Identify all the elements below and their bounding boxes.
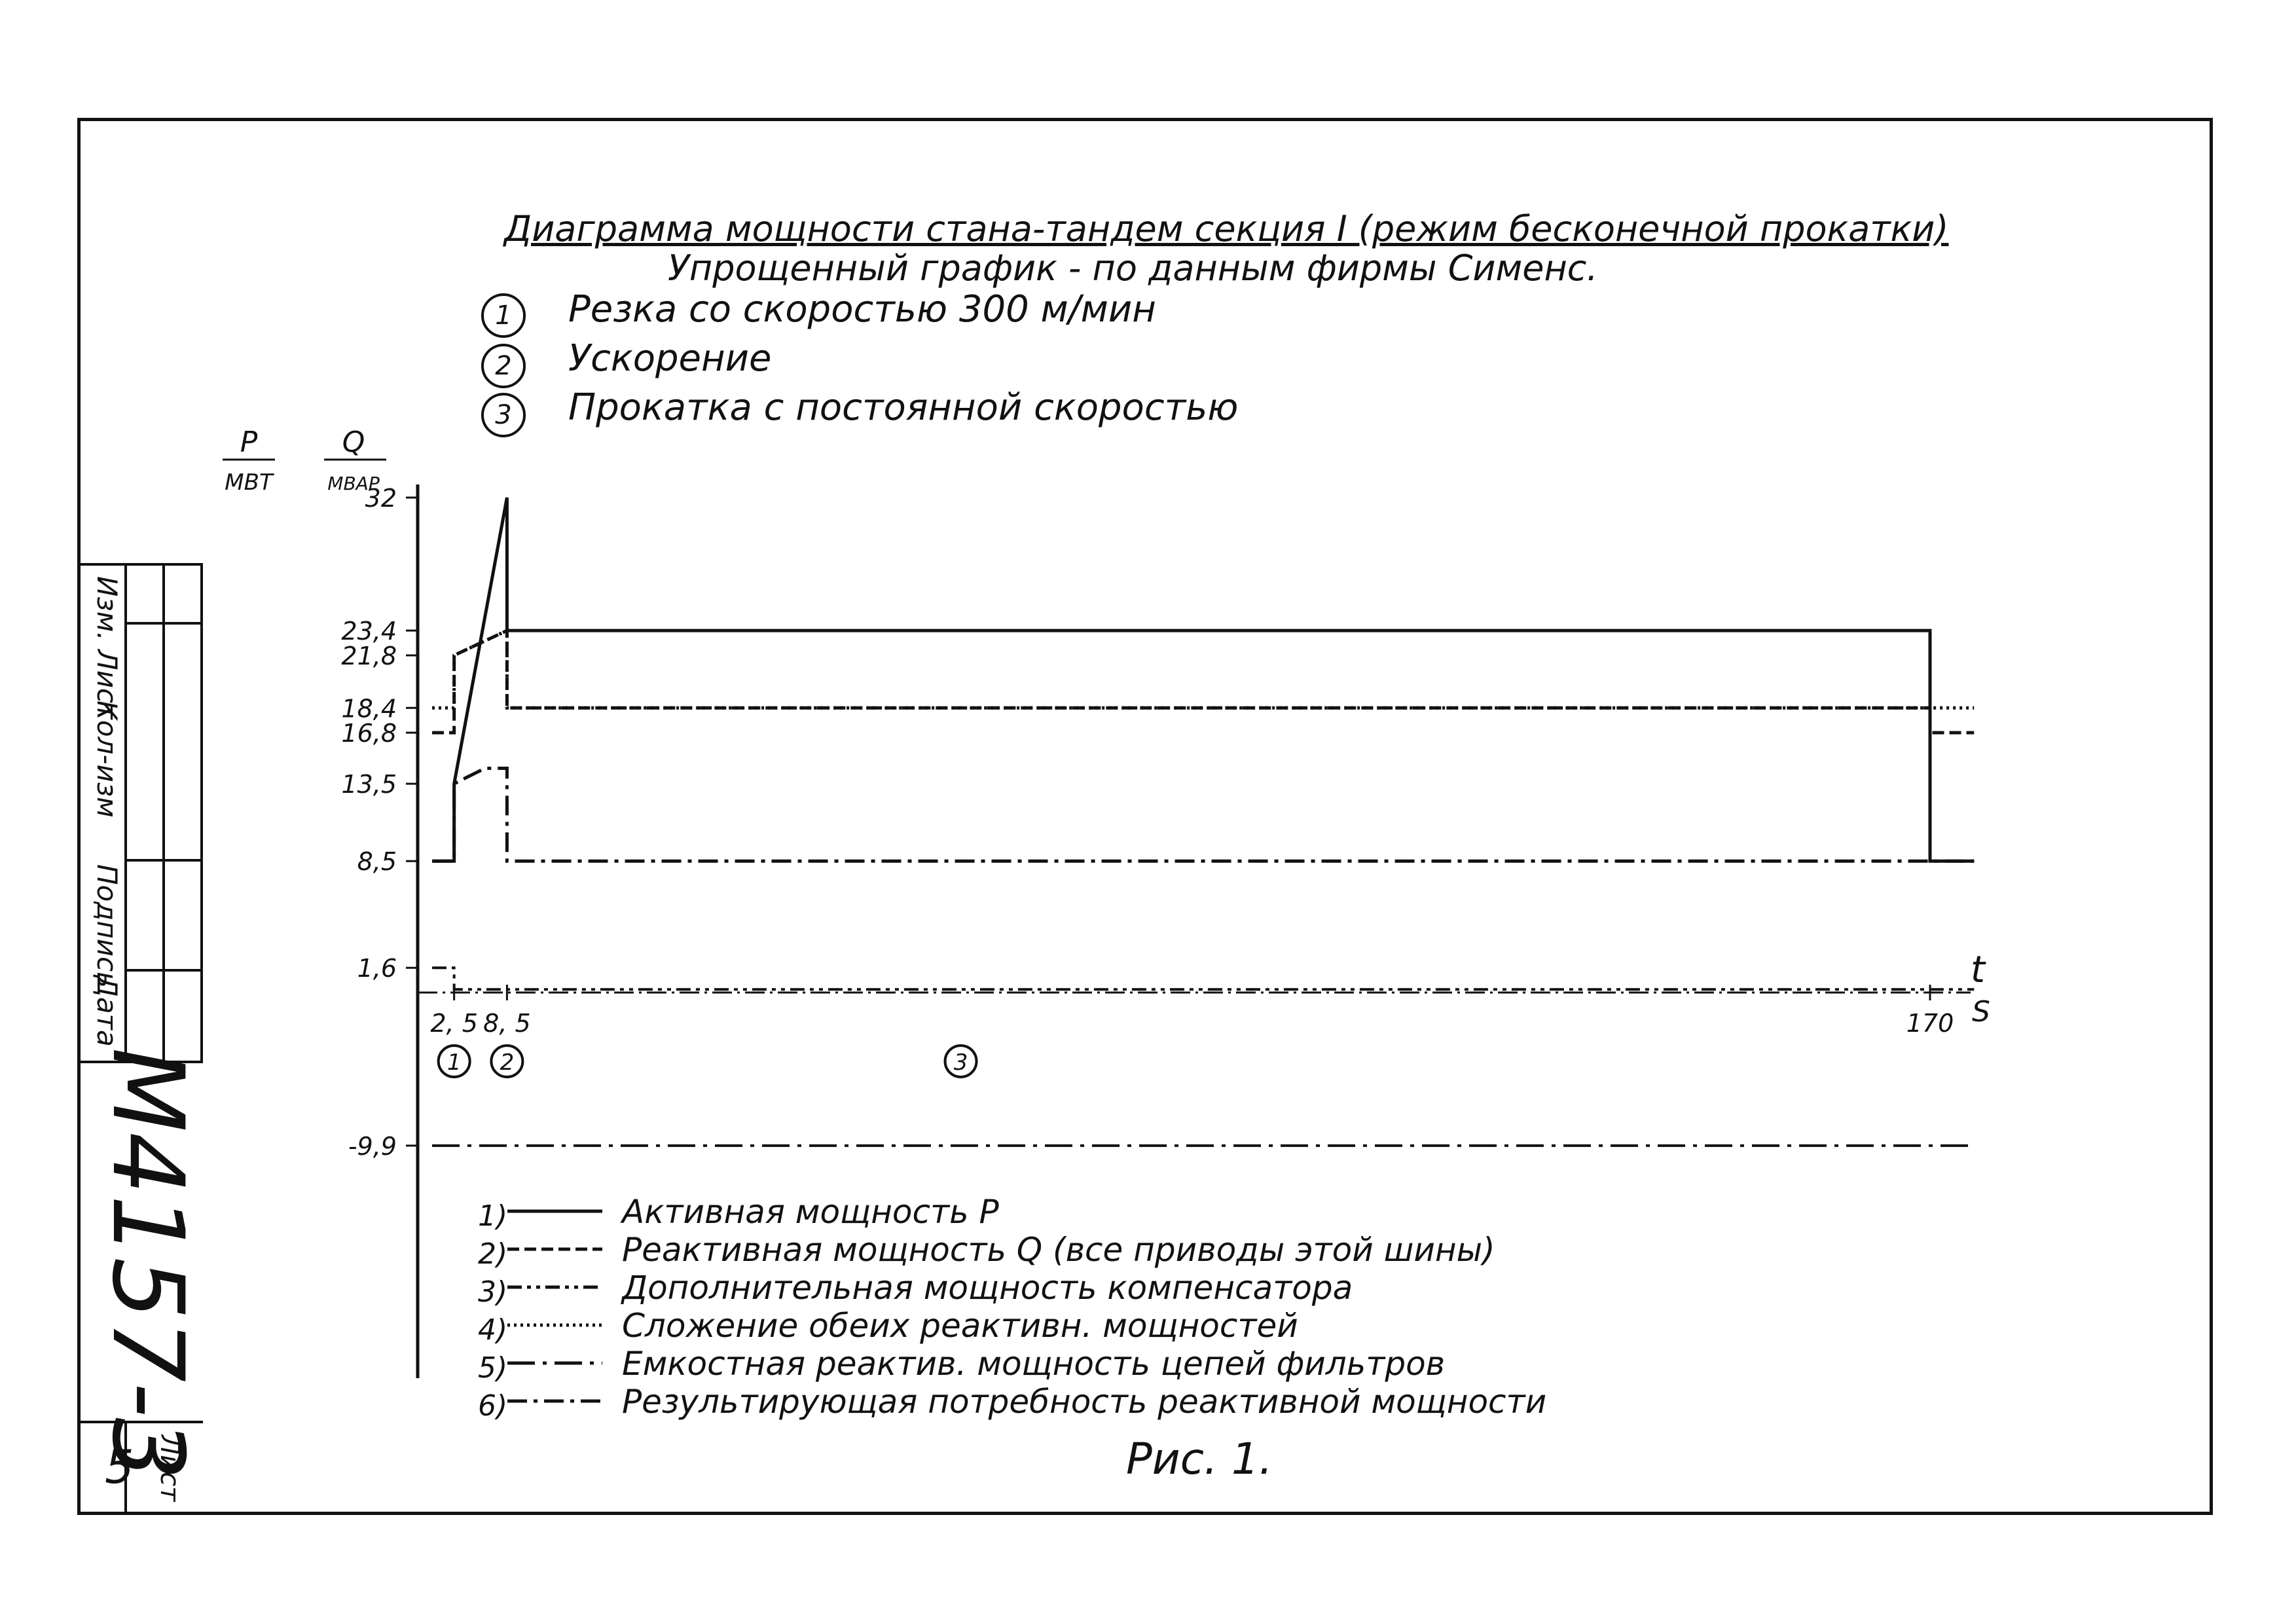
phase-circle xyxy=(490,1044,524,1078)
stamp-row-line xyxy=(124,969,203,972)
stamp-row-line xyxy=(124,622,203,625)
diagram-title: Диаграмма мощности стана-тандем секция I… xyxy=(504,208,1949,249)
phase-3-marker: 3 xyxy=(481,393,526,437)
phase-3-label: Прокатка с постоянной скоростью xyxy=(568,386,1239,429)
stamp-row-line xyxy=(77,1061,203,1063)
phase-1-label: Резка со скоростью 300 м/мин xyxy=(568,288,1156,331)
series-line-2 xyxy=(432,628,1975,735)
phase-2-marker: 2 xyxy=(481,344,526,388)
legend-num-2: 2) xyxy=(478,1237,508,1271)
stamp-label-data: Дата xyxy=(91,976,123,1047)
revision-stamp: Изм. Лист Кол-изм Подпись Дата xyxy=(77,563,203,1515)
y-label-p-unit: МВТ xyxy=(225,469,274,496)
x-tick-label: 8, 5 xyxy=(483,1009,531,1038)
stamp-label-podpis: Подпись xyxy=(91,864,123,988)
phase-circle-label: 3 xyxy=(954,1049,968,1076)
phase-circle-label: 2 xyxy=(500,1049,515,1076)
legend-label-3: Дополнительная мощность компенсатора xyxy=(622,1269,1353,1307)
x-label: t xyxy=(1971,949,1986,991)
phase-circle xyxy=(437,1044,471,1078)
y-tick-label: 23,4 xyxy=(341,617,397,646)
y-label-p: P xyxy=(240,426,258,459)
x-tick-label: 2, 5 xyxy=(430,1009,478,1038)
stamp-col-line xyxy=(162,563,165,1061)
phase-circle-label: 1 xyxy=(447,1049,462,1076)
sheet-number: 5 xyxy=(105,1440,134,1494)
legend-label-4: Сложение обеих реактивн. мощностей xyxy=(622,1307,1298,1345)
diagram-subtitle: Упрощенный график - по данным фирмы Симе… xyxy=(668,247,1598,289)
stamp-row-line xyxy=(77,563,203,566)
stamp-col-line xyxy=(124,1421,127,1515)
y-tick-label: 16,8 xyxy=(341,719,397,748)
y-tick-label: 1,6 xyxy=(357,954,397,983)
legend-num-4: 4) xyxy=(478,1313,508,1347)
y-tick-label: 32 xyxy=(365,484,397,513)
series-line-1 xyxy=(432,497,1975,863)
legend-num-5: 5) xyxy=(478,1351,508,1385)
x-label-unit: S xyxy=(1972,995,1990,1029)
phase-2-label: Ускорение xyxy=(568,337,772,380)
phase-1-marker: 1 xyxy=(481,293,526,338)
document-number: М4157-3 xyxy=(90,1048,204,1480)
legend-num-1: 1) xyxy=(478,1199,508,1233)
legend-num-3: 3) xyxy=(478,1275,508,1309)
series-line-6 xyxy=(432,766,1975,863)
series-line-3 xyxy=(432,966,1975,991)
stamp-label-izm: Изм. Лист xyxy=(91,576,123,720)
legend-label-5: Емкостная реактив. мощность цепей фильтр… xyxy=(622,1345,1446,1383)
stamp-row-line xyxy=(124,859,203,862)
legend-num-6: 6) xyxy=(478,1389,508,1423)
y-tick-label: 8,5 xyxy=(357,847,397,876)
stamp-label-kol: Кол-изм xyxy=(91,701,123,818)
y-label-q-unit: МВАР xyxy=(327,473,380,494)
stamp-col-line xyxy=(124,563,127,1061)
y-tick-label: 18,4 xyxy=(341,694,397,723)
y-tick-label: -9,9 xyxy=(348,1132,397,1161)
legend-label-2: Реактивная мощность Q (все приводы этой … xyxy=(622,1231,1495,1269)
sheet-frame xyxy=(77,118,2213,1515)
legend-label-1: Активная мощность P xyxy=(622,1193,999,1231)
x-tick-label: 170 xyxy=(1906,1009,1954,1038)
series-line-4 xyxy=(432,628,1975,710)
legend-label-6: Результирующая потребность реактивной мо… xyxy=(622,1383,1547,1421)
stamp-row-line xyxy=(77,1421,203,1423)
sheet-label: Лист xyxy=(155,1435,185,1502)
y-label-q: Q xyxy=(342,426,365,459)
y-tick-label: 13,5 xyxy=(341,770,397,799)
y-tick-label: 21,8 xyxy=(341,642,397,670)
phase-circle xyxy=(943,1044,978,1078)
stamp-col-line xyxy=(200,563,203,1061)
figure-caption: Рис. 1. xyxy=(1126,1434,1273,1484)
